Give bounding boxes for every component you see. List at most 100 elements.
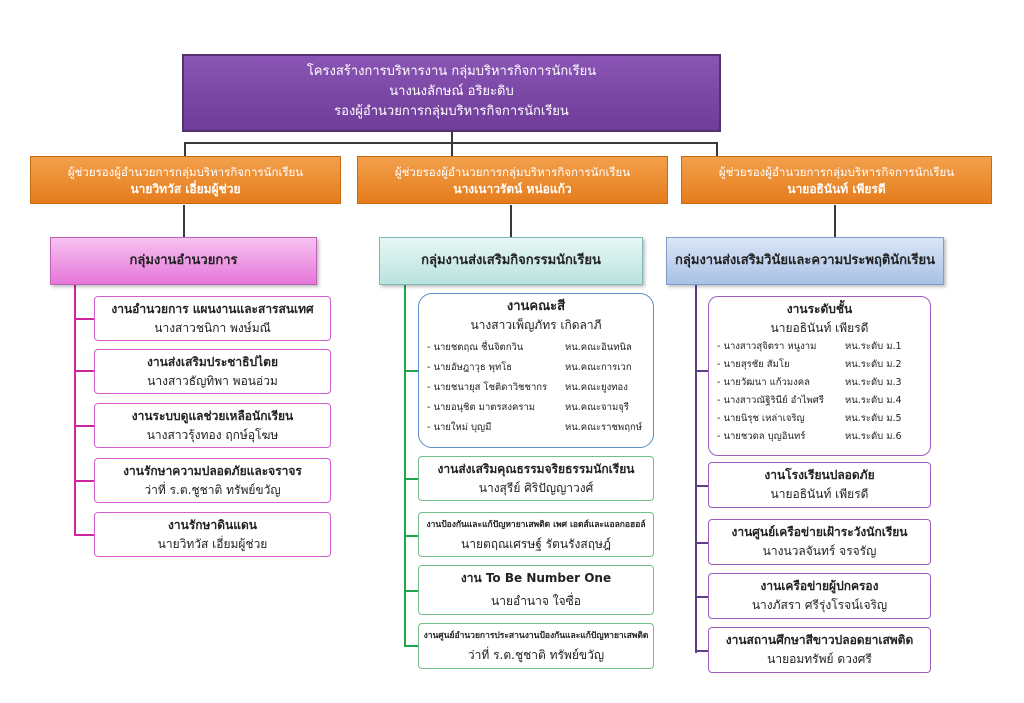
task-person: นางภัสรา ศรีรุ่งโรจน์เจริญ xyxy=(751,598,888,612)
member-name: - นายนิรุช เหล่าเจริญ xyxy=(717,413,805,424)
task-title: งานโรงเรียนปลอดภัย xyxy=(764,468,875,482)
member-role: หน.ระดับ ม.6 xyxy=(845,431,902,442)
member-role: หน.ระดับ ม.5 xyxy=(845,413,902,424)
task-person: นายวิทวัส เอี่ยมผู้ช่วย xyxy=(157,537,268,551)
task-title: งานระบบดูแลช่วยเหลือนักเรียน xyxy=(131,409,294,423)
assistant-position: ผู้ช่วยรองผู้อำนวยการกลุ่มบริหารกิจการนั… xyxy=(718,165,955,179)
assistant-box-3: ผู้ช่วยรองผู้อำนวยการกลุ่มบริหารกิจการนั… xyxy=(681,156,992,204)
director-position: รองผู้อำนวยการกลุ่มบริหารกิจการนักเรียน xyxy=(334,104,569,119)
task-title: งานส่งเสริมประชาธิปไตย xyxy=(147,355,278,369)
column3-branch xyxy=(695,485,708,487)
column3-branch xyxy=(695,650,708,652)
group-header-administration: กลุ่มงานอำนวยการ xyxy=(50,237,317,285)
column2-branch xyxy=(404,590,418,592)
connector-col2-group xyxy=(510,205,512,237)
task-person: ว่าที่ ร.ต.ชูชาติ ทรัพย์ขวัญ xyxy=(467,648,605,662)
column2-branch xyxy=(404,535,418,537)
task-title: งานสถานศึกษาสีขาวปลอดยาเสพติด xyxy=(725,633,914,647)
member-row: - นางสาวสุจิตรา หนูงาม หน.ระดับ ม.1 xyxy=(717,338,930,356)
task-box: งานส่งเสริมคุณธรรมจริยธรรมนักเรียน นางสุ… xyxy=(418,456,654,501)
task-person: นายอธินันท์ เพียรดี xyxy=(770,487,869,501)
task-person: นางสาวชนิกา พงษ์มณี xyxy=(154,321,271,335)
task-person: นายอำนาจ ใจซื่อ xyxy=(491,594,581,608)
member-row: - นายวัฒนา แก้วมงคล หน.ระดับ ม.3 xyxy=(717,374,930,392)
member-role: หน.คณะยูงทอง xyxy=(565,382,628,393)
member-name: - นายอนุชิต มาตรสงคราม xyxy=(427,402,536,413)
task-box: งานศูนย์เครือข่ายเฝ้าระวังนักเรียน นางนว… xyxy=(708,519,931,565)
task-box: งาน To Be Number One นายอำนาจ ใจซื่อ xyxy=(418,565,654,615)
task-title: งานเครือข่ายผู้ปกครอง xyxy=(760,579,879,593)
member-role: หน.คณะจามจุรี xyxy=(565,402,629,413)
assistant-name: นายอธินันท์ เพียรดี xyxy=(787,182,886,196)
member-name: - นายชวดล บุญอินทร์ xyxy=(717,431,806,442)
task-title: งานศูนย์เครือข่ายเฝ้าระวังนักเรียน xyxy=(731,525,908,539)
member-role: หน.ระดับ ม.2 xyxy=(845,359,902,370)
assistant-position: ผู้ช่วยรองผู้อำนวยการกลุ่มบริหารกิจการนั… xyxy=(67,165,304,179)
member-name: - นายอัษฎาวุธ พุทโธ xyxy=(427,362,513,373)
member-role: หน.คณะราชพฤกษ์ xyxy=(565,422,642,433)
task-person: นางสาวเพ็ญภัทร เกิดลาภี xyxy=(470,318,602,332)
member-row: - นางสาวณัฐิรินีย์ อำไพศรีหน.ระดับ ม.4 xyxy=(717,392,930,410)
task-box: งานป้องกันและแก้ปัญหายาเสพติด เพศ เอดส์แ… xyxy=(418,512,654,557)
member-name: - นายชนายุส โชติดาวิชชากร xyxy=(427,382,548,393)
member-row: - นายสุรชัย สัมโยหน.ระดับ ม.2 xyxy=(717,356,930,374)
task-title: งานอำนวยการ แผนงานและสารสนเทศ xyxy=(111,302,314,316)
column3-branch xyxy=(695,370,708,372)
task-box: งานรักษาดินแดน นายวิทวัส เอี่ยมผู้ช่วย xyxy=(94,512,331,557)
assistant-box-2: ผู้ช่วยรองผู้อำนวยการกลุ่มบริหารกิจการนั… xyxy=(357,156,668,204)
member-role: หน.ระดับ ม.3 xyxy=(845,377,902,388)
column3-spine xyxy=(695,285,697,653)
member-row: - นายอัษฎาวุธ พุทโธ หน.คณะการเวก xyxy=(427,358,653,378)
member-name: - นางสาวสุจิตรา หนูงาม xyxy=(717,341,817,352)
level-task-box: งานระดับชั้น นายอธินันท์ เพียรดี - นางสา… xyxy=(708,296,931,456)
connector-right-down xyxy=(716,142,718,156)
task-title: งาน To Be Number One xyxy=(460,571,612,585)
column1-branch xyxy=(74,425,94,427)
column1-spine xyxy=(74,285,76,535)
task-title: งานป้องกันและแก้ปัญหายาเสพติด เพศ เอดส์แ… xyxy=(426,520,646,530)
member-role: หน.คณะอินทนิล xyxy=(565,342,632,353)
column2-branch xyxy=(404,478,418,480)
group-header-activities: กลุ่มงานส่งเสริมกิจกรรมนักเรียน xyxy=(379,237,643,285)
column1-branch xyxy=(74,534,94,536)
column3-branch xyxy=(695,542,708,544)
member-role: หน.ระดับ ม.1 xyxy=(845,341,902,352)
member-row: - นายชตฤณ ชื่นจิตกวินหน.คณะอินทนิล xyxy=(427,338,653,358)
connector-left-down xyxy=(184,142,186,156)
member-row: - นายอนุชิต มาตรสงคราม หน.คณะจามจุรี xyxy=(427,398,653,418)
column1-branch xyxy=(74,480,94,482)
connector-col3-group xyxy=(834,205,836,237)
column2-branch xyxy=(404,645,418,647)
assistant-name: นายวิทวัส เอี่ยมผู้ช่วย xyxy=(130,182,241,196)
column1-branch xyxy=(74,370,94,372)
task-title: งานระดับชั้น xyxy=(786,302,853,316)
director-box: โครงสร้างการบริหารงาน กลุ่มบริหารกิจการน… xyxy=(182,54,721,132)
task-title: งานส่งเสริมคุณธรรมจริยธรรมนักเรียน xyxy=(437,462,635,476)
group-header-discipline: กลุ่มงานส่งเสริมวินัยและความประพฤตินักเร… xyxy=(666,237,944,285)
member-role: หน.คณะการเวก xyxy=(565,362,632,373)
assistant-position: ผู้ช่วยรองผู้อำนวยการกลุ่มบริหารกิจการนั… xyxy=(394,165,631,179)
task-person: นายอธินันท์ เพียรดี xyxy=(770,321,869,335)
assistant-name: นางเนาวรัตน์ หน่อแก้ว xyxy=(453,182,572,196)
task-title: งานรักษาดินแดน xyxy=(168,518,257,532)
task-box: งานศูนย์อำนวยการประสานงานป้องกันและแก้ปั… xyxy=(418,623,654,669)
task-person: นางสาวธัญทิพา พอนอ่วม xyxy=(147,374,278,388)
chart-title: โครงสร้างการบริหารงาน กลุ่มบริหารกิจการน… xyxy=(306,64,597,79)
director-name: นางนงลักษณ์ อริยะดิบ xyxy=(389,84,514,99)
member-row: - นายชนายุส โชติดาวิชชากร หน.คณะยูงทอง xyxy=(427,378,653,398)
task-title: งานรักษาความปลอดภัยและจราจร xyxy=(123,464,302,478)
member-name: - นายวัฒนา แก้วมงคล xyxy=(717,377,810,388)
column3-branch xyxy=(695,596,708,598)
task-person: นายตฤณเศรษฐ์ รัตนรังสฤษฎ์ xyxy=(461,537,611,551)
column2-spine xyxy=(404,285,406,646)
task-box: งานเครือข่ายผู้ปกครอง นางภัสรา ศรีรุ่งโร… xyxy=(708,573,931,619)
task-person: นางสาวรุ้งทอง ฤกษ์อุโฆษ xyxy=(146,428,279,442)
connector-top-down xyxy=(451,132,453,156)
task-box: งานรักษาความปลอดภัยและจราจร ว่าที่ ร.ต.ช… xyxy=(94,458,331,503)
task-box: งานสถานศึกษาสีขาวปลอดยาเสพติด นายอมทรัพย… xyxy=(708,627,931,673)
task-title: งานศูนย์อำนวยการประสานงานป้องกันและแก้ปั… xyxy=(423,631,649,641)
house-task-box: งานคณะสี นางสาวเพ็ญภัทร เกิดลาภี - นายชต… xyxy=(418,293,654,448)
member-row: - นายนิรุช เหล่าเจริญ หน.ระดับ ม.5 xyxy=(717,410,930,428)
column1-branch xyxy=(74,318,94,320)
connector-col1-group xyxy=(183,205,185,237)
